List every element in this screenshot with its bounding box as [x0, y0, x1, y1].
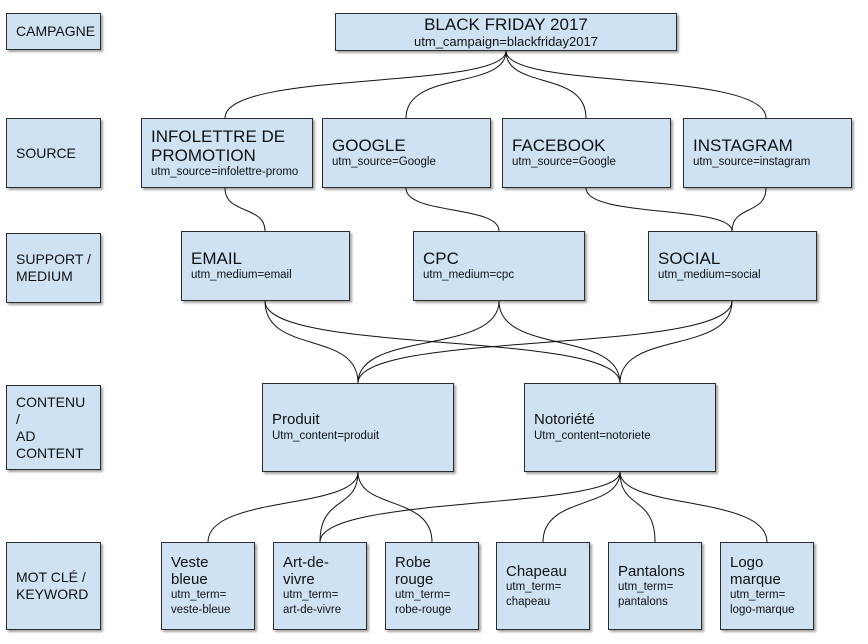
- source-title: FACEBOOK: [512, 136, 606, 155]
- source-node-infolettre: INFOLETTRE DE PROMOTION utm_source=infol…: [141, 118, 313, 188]
- source-title: PROMOTION: [151, 145, 256, 165]
- keyword-param: robe-rouge: [395, 604, 452, 616]
- keyword-node-logo-marque: Logo marque utm_term= logo-marque: [720, 542, 814, 630]
- medium-title: CPC: [423, 249, 459, 268]
- connector: [224, 187, 266, 232]
- keyword-node-art-de-vivre: Art-de-vivre utm_term= art-de-vivre: [273, 542, 367, 630]
- connector: [585, 187, 733, 232]
- keyword-node-veste-bleue: Veste bleue utm_term= veste-bleue: [161, 542, 255, 630]
- content-node-produit: Produit Utm_content=produit: [262, 383, 454, 472]
- content-node-notoriete: Notoriété Utm_content=notoriete: [524, 383, 716, 472]
- source-title: INSTAGRAM: [693, 136, 793, 155]
- campaign-title: BLACK FRIDAY 2017: [424, 15, 588, 34]
- keyword-param: utm_term=: [506, 580, 562, 593]
- level-label-text: CONTENT: [16, 444, 84, 461]
- keyword-title: Veste bleue: [171, 554, 209, 588]
- medium-node-cpc: CPC utm_medium=cpc: [413, 231, 585, 301]
- connector: [619, 471, 768, 543]
- source-param: utm_source=Google: [332, 156, 436, 168]
- keyword-node-robe-rouge: Robe rouge utm_term= robe-rouge: [385, 542, 479, 630]
- campaign-node: BLACK FRIDAY 2017 utm_campaign=blackfrid…: [335, 13, 677, 51]
- level-label-text: AD: [16, 427, 36, 444]
- level-label-contenu: CONTENU / AD CONTENT: [6, 385, 101, 470]
- level-label-text: KEYWORD: [16, 586, 89, 602]
- connector: [405, 187, 500, 232]
- medium-param: utm_medium=cpc: [423, 269, 515, 281]
- connector: [505, 50, 587, 119]
- keyword-title: marque: [730, 571, 781, 588]
- source-node-google: GOOGLE utm_source=Google: [322, 118, 491, 188]
- source-title: GOOGLE: [332, 136, 406, 155]
- keyword-param: utm_term=: [395, 589, 451, 601]
- connector: [498, 300, 621, 384]
- level-label-campagne: CAMPAGNE: [6, 13, 101, 50]
- medium-param: utm_medium=email: [191, 269, 292, 281]
- keyword-param: utm_term=: [283, 589, 339, 601]
- keyword-node-chapeau: Chapeau utm_term= chapeau: [496, 542, 590, 630]
- connector: [264, 300, 359, 384]
- keyword-node-pantalons: Pantalons utm_term= pantalons: [608, 542, 702, 630]
- medium-param: utm_medium=social: [658, 269, 761, 281]
- keyword-title: Chapeau: [506, 562, 567, 580]
- content-param: Utm_content=notoriete: [534, 430, 651, 442]
- medium-node-social: SOCIAL utm_medium=social: [648, 231, 817, 301]
- keyword-param: veste-bleue: [171, 604, 231, 616]
- level-label-text: MOT CLÉ /: [16, 569, 86, 585]
- connector: [357, 471, 433, 543]
- level-label-text: CONTENU /: [16, 393, 86, 427]
- connector: [357, 300, 733, 384]
- connector: [405, 50, 507, 119]
- connector: [319, 471, 359, 543]
- connector: [731, 187, 767, 232]
- content-title: Notoriété: [534, 411, 595, 428]
- level-label-text: MEDIUM: [16, 268, 73, 284]
- keyword-param: utm_term=: [730, 589, 786, 601]
- keyword-title: Pantalons: [618, 562, 685, 580]
- level-label-text: SOURCE: [16, 144, 76, 161]
- campaign-param: utm_campaign=blackfriday2017: [414, 34, 598, 49]
- medium-node-email: EMAIL utm_medium=email: [181, 231, 350, 301]
- keyword-param: art-de-vivre: [283, 604, 342, 616]
- keyword-param: utm_term=: [171, 589, 227, 601]
- keyword-param: pantalons: [618, 595, 668, 608]
- source-node-facebook: FACEBOOK utm_source=Google: [502, 118, 671, 188]
- connector: [619, 471, 656, 543]
- source-title: INFOLETTRE DE: [151, 126, 286, 146]
- connector: [619, 300, 733, 384]
- medium-title: SOCIAL: [658, 249, 721, 268]
- keyword-param: chapeau: [506, 595, 551, 608]
- connector: [207, 471, 359, 543]
- source-param: utm_source=infolettre-promo: [151, 165, 299, 178]
- source-param: utm_source=instagram: [693, 156, 811, 168]
- medium-title: EMAIL: [191, 249, 243, 268]
- content-title: Produit: [272, 411, 320, 428]
- level-label-text: SUPPORT /: [16, 251, 91, 267]
- keyword-title: Logo: [730, 554, 764, 571]
- connector: [224, 50, 507, 119]
- level-label-support-medium: SUPPORT / MEDIUM: [6, 233, 101, 303]
- level-label-text: CAMPAGNE: [16, 23, 96, 39]
- level-label-keyword: MOT CLÉ / KEYWORD: [6, 542, 101, 630]
- content-param: Utm_content=produit: [272, 430, 380, 442]
- keyword-param: logo-marque: [730, 604, 795, 616]
- keyword-title: Art-de-vivre: [283, 554, 329, 588]
- connector: [357, 300, 500, 384]
- keyword-param: utm_term=: [618, 580, 674, 593]
- level-label-source: SOURCE: [6, 118, 101, 188]
- connector: [319, 471, 621, 543]
- source-node-instagram: INSTAGRAM utm_source=instagram: [683, 118, 852, 188]
- source-param: utm_source=Google: [512, 156, 616, 168]
- connector: [505, 50, 767, 119]
- keyword-title: Robe rouge: [395, 554, 434, 588]
- connector: [264, 300, 621, 384]
- connector: [542, 471, 621, 543]
